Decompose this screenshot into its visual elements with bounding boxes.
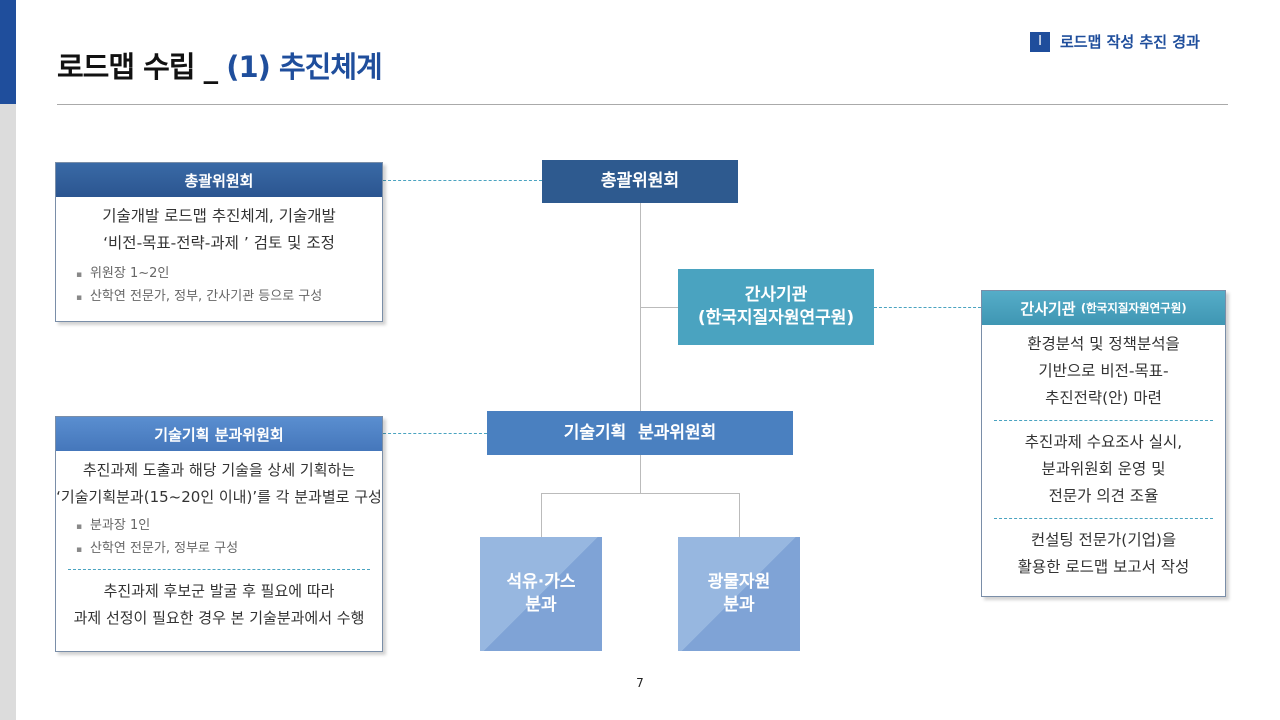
- header-sub: (한국지질자원연구원): [1080, 301, 1187, 315]
- node-label: 석유·가스: [506, 572, 576, 592]
- bullet-item: 산학연 전문가, 정부로 구성: [56, 538, 382, 561]
- title-sub: (1) 추진체계: [226, 50, 383, 84]
- card-text: 환경분석 및 정책분석을: [1027, 335, 1180, 353]
- card-text: 전문가 의견 조율: [1048, 487, 1159, 505]
- card-text: 컨설팅 전문가(기업)을: [1030, 531, 1177, 549]
- divider: [68, 569, 370, 570]
- card-text: ‘기술기획분과(15~20인 이내)’를 각 분과별로 구성: [56, 488, 382, 506]
- node-label: 총괄위원회: [600, 171, 680, 191]
- accent-bar: [0, 0, 16, 104]
- card-text: 기술개발 로드맵 추진체계, 기술개발: [102, 207, 336, 225]
- steering-committee-card: 총괄위원회 기술개발 로드맵 추진체계, 기술개발 ‘비전-목표-전략-과제 ’…: [55, 162, 383, 322]
- page-number: 7: [636, 676, 644, 690]
- planning-subcommittee-card: 기술기획 분과위원회 추진과제 도출과 해당 기술을 상세 기획하는 ‘기술기획…: [55, 416, 383, 652]
- connector-line: [541, 493, 740, 494]
- card-text: 추진과제 수요조사 실시,: [1024, 433, 1183, 451]
- bullet-item: 위원장 1~2인: [56, 263, 382, 286]
- connector-line: [541, 493, 542, 537]
- bullet-item: 분과장 1인: [56, 515, 382, 538]
- card-header: 기술기획 분과위원회: [56, 417, 382, 451]
- bullet-item: 산학연 전문가, 정부, 간사기관 등으로 구성: [56, 286, 382, 309]
- connector-line: [640, 307, 678, 308]
- connector-line: [640, 455, 641, 493]
- node-label: 분과: [525, 595, 557, 615]
- node-label: 분과: [723, 595, 755, 615]
- section-indicator: I 로드맵 작성 추진 경과: [1030, 31, 1200, 52]
- divider: [994, 420, 1213, 421]
- card-header: 총괄위원회: [56, 163, 382, 197]
- card-text: 추진전략(안) 마련: [1045, 389, 1162, 407]
- section-label: 로드맵 작성 추진 경과: [1060, 33, 1200, 51]
- node-label: 기술기획 분과위원회: [563, 422, 717, 443]
- card-text: 기반으로 비전-목표-: [1038, 362, 1169, 380]
- node-label: (한국지질자원연구원): [697, 308, 855, 328]
- section-marker: I: [1030, 31, 1050, 52]
- header-divider: [57, 104, 1228, 105]
- connector-line: [739, 493, 740, 537]
- card-text: 분과위원회 운영 및: [1041, 460, 1166, 478]
- dashed-connector: [383, 180, 542, 181]
- page-title: 로드맵 수립 _ (1) 추진체계: [57, 44, 383, 86]
- card-text: 추진과제 도출과 해당 기술을 상세 기획하는: [82, 461, 356, 479]
- header-main: 간사기관: [1020, 299, 1076, 318]
- card-text: 활용한 로드맵 보고서 작성: [1017, 558, 1190, 576]
- node-planning-subcommittee: 기술기획 분과위원회: [487, 411, 793, 455]
- card-text: ‘비전-목표-전략-과제 ’ 검토 및 조정: [103, 234, 335, 252]
- divider: [994, 518, 1213, 519]
- card-text: 과제 선정이 필요한 경우 본 기술분과에서 수행: [73, 609, 365, 627]
- side-strip: [0, 104, 16, 720]
- title-main: 로드맵 수립 _: [57, 50, 227, 84]
- node-steering-committee: 총괄위원회: [542, 160, 738, 203]
- node-label: 광물자원: [707, 572, 771, 592]
- card-header: 간사기관 (한국지질자원연구원): [982, 291, 1225, 325]
- dashed-connector: [874, 307, 981, 308]
- card-text: 추진과제 후보군 발굴 후 필요에 따라: [103, 582, 335, 600]
- secretariat-card: 간사기관 (한국지질자원연구원) 환경분석 및 정책분석을 기반으로 비전-목표…: [981, 290, 1226, 597]
- node-secretariat: 간사기관 (한국지질자원연구원): [678, 269, 874, 345]
- node-label: 간사기관: [744, 285, 808, 305]
- dashed-connector: [383, 433, 487, 434]
